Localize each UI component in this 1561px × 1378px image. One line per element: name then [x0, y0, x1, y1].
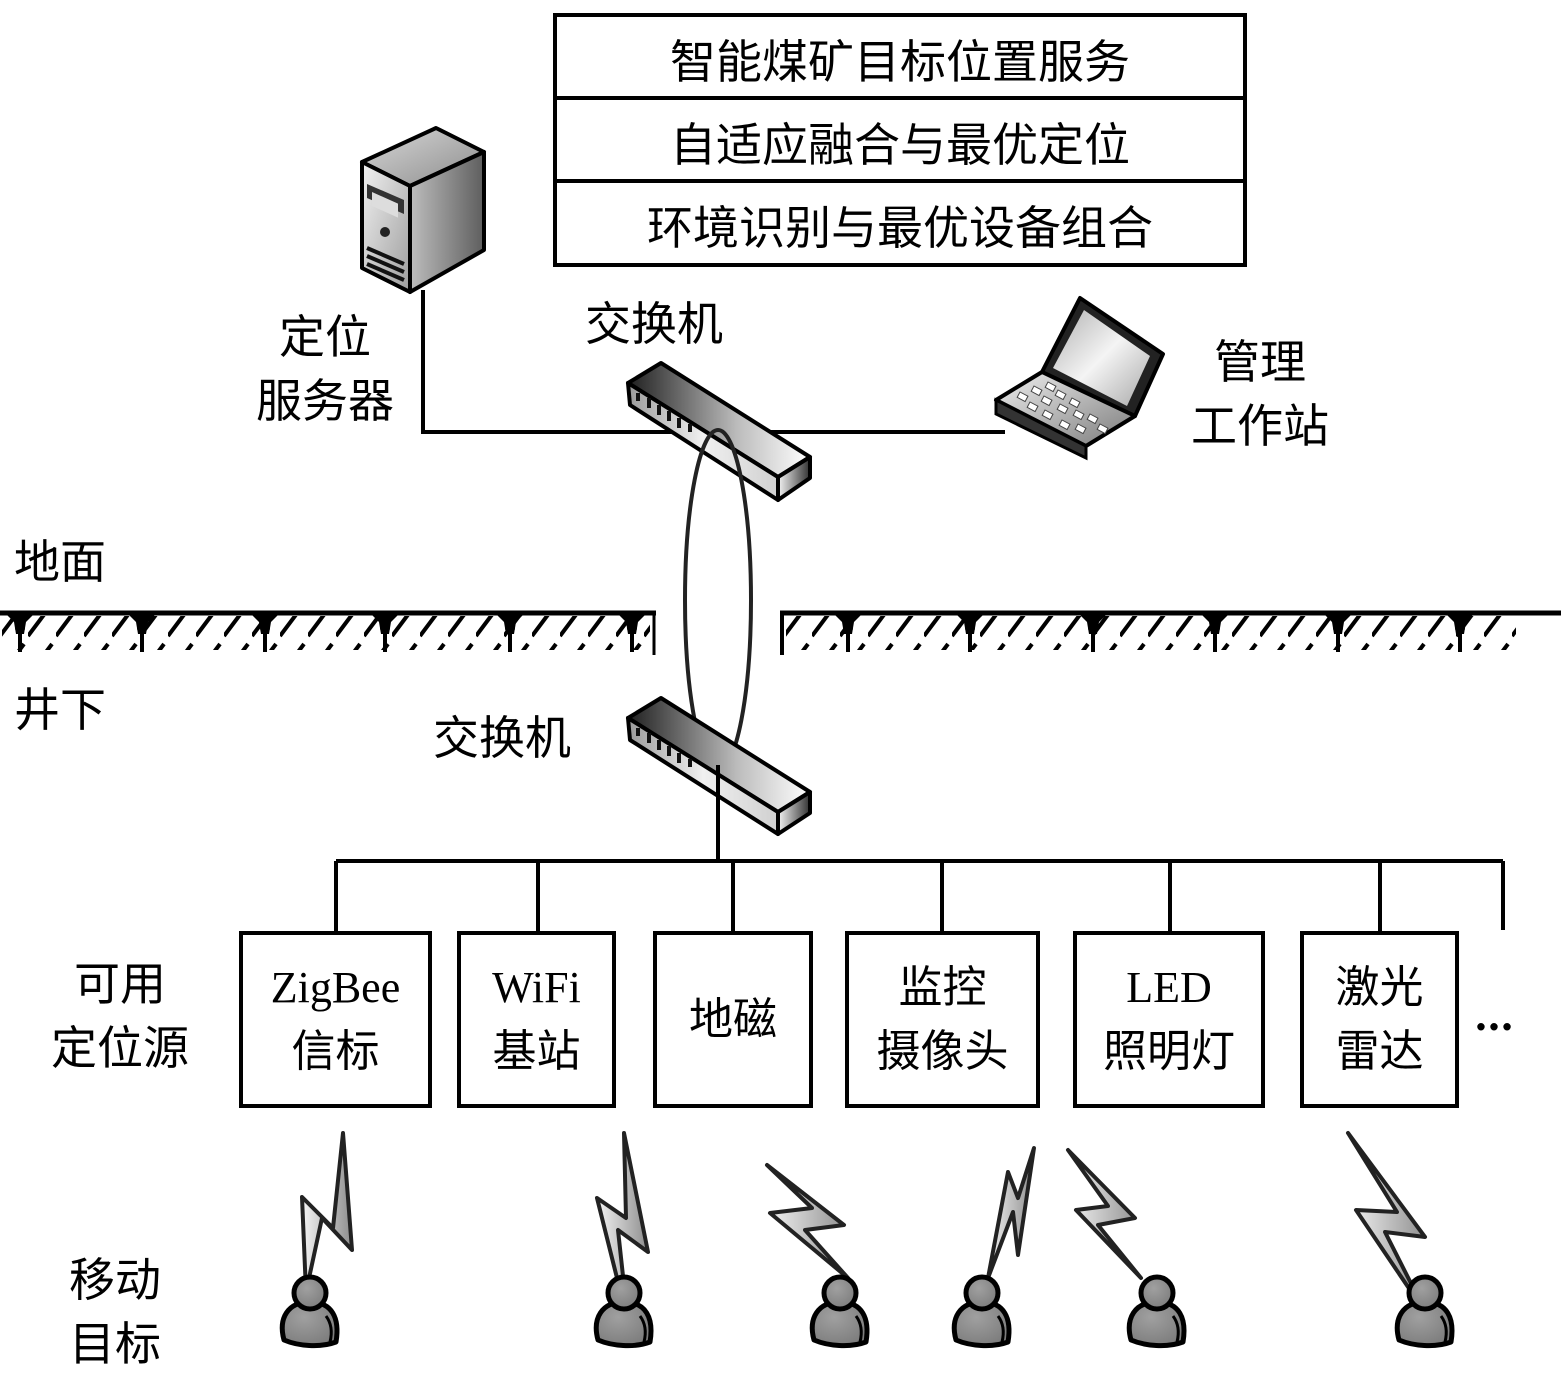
person-icon	[593, 1274, 654, 1349]
ground-anchor-icon	[371, 614, 399, 652]
sources-row-label-line2: 定位源	[51, 1021, 189, 1075]
source-camera-line2: 摄像头	[876, 1026, 1009, 1076]
workstation-label-line1: 管理	[1214, 335, 1306, 389]
person-icon	[1126, 1274, 1187, 1349]
lightning-signal-icon	[300, 1131, 354, 1294]
server-tower-icon	[360, 126, 486, 294]
surface-links	[421, 290, 1005, 434]
ground-surface-left	[0, 610, 656, 655]
mobile-target	[279, 1131, 354, 1349]
person-icon	[809, 1274, 870, 1349]
source-bus	[336, 765, 1505, 930]
lightning-signal-icon	[1066, 1148, 1143, 1280]
workstation-label: 管理 工作站	[1170, 330, 1350, 458]
ground-anchor-icon	[1446, 614, 1474, 652]
ground-anchor-icon	[618, 614, 646, 652]
underground-switch-icon	[626, 696, 812, 836]
mobile-target	[765, 1163, 870, 1349]
targets-row-label: 移动 目标	[40, 1248, 190, 1376]
source-geomagnetic-line1: 地磁	[689, 994, 777, 1044]
source-zigbee-beacon: ZigBee 信标	[239, 931, 432, 1108]
service-layer-environment-recognition: 环境识别与最优设备组合	[647, 200, 1153, 255]
ground-anchor-icon	[1324, 614, 1352, 652]
ground-anchor-icon	[251, 614, 279, 652]
ground-zone-label: 地面	[14, 535, 106, 589]
ground-anchor-icon	[1201, 614, 1229, 652]
service-layer-target-location: 智能煤矿目标位置服务	[670, 34, 1130, 89]
service-stack	[553, 13, 1247, 267]
server-label-line2: 服务器	[256, 374, 394, 428]
lightning-signal-icon	[765, 1163, 850, 1280]
mobile-target	[951, 1146, 1036, 1349]
source-wifi-line2: 基站	[492, 1026, 581, 1076]
person-icon	[279, 1274, 340, 1349]
source-wifi-line1: WiFi	[492, 962, 581, 1012]
workstation-label-line2: 工作站	[1191, 399, 1329, 453]
source-led-lighting: LED 照明灯	[1073, 931, 1265, 1108]
source-zigbee-line2: 信标	[291, 1026, 380, 1076]
source-wifi-station: WiFi 基站	[457, 931, 616, 1108]
person-icon	[1394, 1274, 1455, 1349]
underground-switch-label: 交换机	[433, 711, 571, 765]
targets-row-label-line1: 移动	[69, 1253, 161, 1307]
source-surveillance-camera: 监控 摄像头	[845, 931, 1040, 1108]
ground-anchor-icon	[496, 614, 524, 652]
source-geomagnetic: 地磁	[653, 931, 813, 1108]
targets-row-label-line2: 目标	[69, 1317, 161, 1371]
surface-switch-label: 交换机	[585, 297, 723, 351]
ground-anchor-icon	[834, 614, 862, 652]
mobile-target	[1066, 1148, 1187, 1349]
source-zigbee-line1: ZigBee	[270, 962, 401, 1012]
bus-drops	[334, 861, 1382, 931]
server-label-line1: 定位	[279, 310, 371, 364]
source-laser-radar: 激光 雷达	[1300, 931, 1459, 1108]
source-lidar-line1: 激光	[1335, 962, 1424, 1012]
mobile-target	[1346, 1131, 1455, 1349]
ground-surface-right	[780, 610, 1561, 655]
source-camera-line1: 监控	[898, 962, 987, 1012]
sources-row-label: 可用 定位源	[20, 952, 220, 1080]
source-led-line2: 照明灯	[1103, 1026, 1235, 1076]
ground-anchor-icon	[6, 614, 34, 652]
source-led-line1: LED	[1126, 962, 1212, 1012]
service-layer-adaptive-fusion: 自适应融合与最优定位	[670, 117, 1130, 172]
underground-zone-label: 井下	[14, 683, 106, 737]
ground-anchor-icon	[128, 614, 156, 652]
source-lidar-line2: 雷达	[1335, 1026, 1424, 1076]
ground-anchor-icon	[956, 614, 984, 652]
mobile-target	[593, 1131, 654, 1349]
mobile-targets	[279, 1131, 1455, 1349]
sources-row-label-line1: 可用	[74, 957, 166, 1011]
lightning-signal-icon	[986, 1146, 1036, 1280]
ground-anchor-icon	[1079, 614, 1107, 652]
more-sources-ellipsis: …	[1474, 993, 1514, 1040]
server-label: 定位 服务器	[240, 305, 410, 433]
ground-anchors	[6, 614, 1474, 652]
person-icon	[951, 1274, 1012, 1349]
laptop-icon	[994, 296, 1165, 461]
